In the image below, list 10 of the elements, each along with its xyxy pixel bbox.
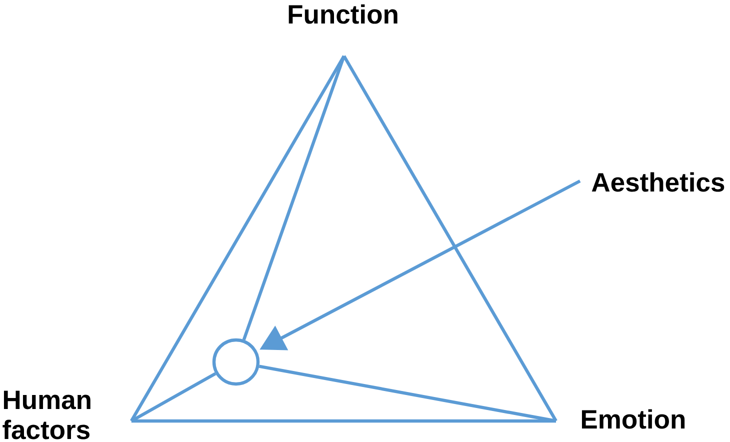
corner-label: Emotion bbox=[582, 409, 685, 429]
connector-line bbox=[242, 55, 346, 340]
connector-line bbox=[130, 372, 216, 422]
corner-label: Human factors bbox=[2, 390, 90, 440]
connector-line bbox=[258, 364, 556, 423]
corner-label: Function bbox=[288, 4, 398, 24]
circle bbox=[212, 338, 260, 386]
callout-label: Aesthetics bbox=[592, 172, 724, 192]
triangle-side bbox=[342, 55, 558, 422]
triangle-side bbox=[131, 419, 556, 423]
